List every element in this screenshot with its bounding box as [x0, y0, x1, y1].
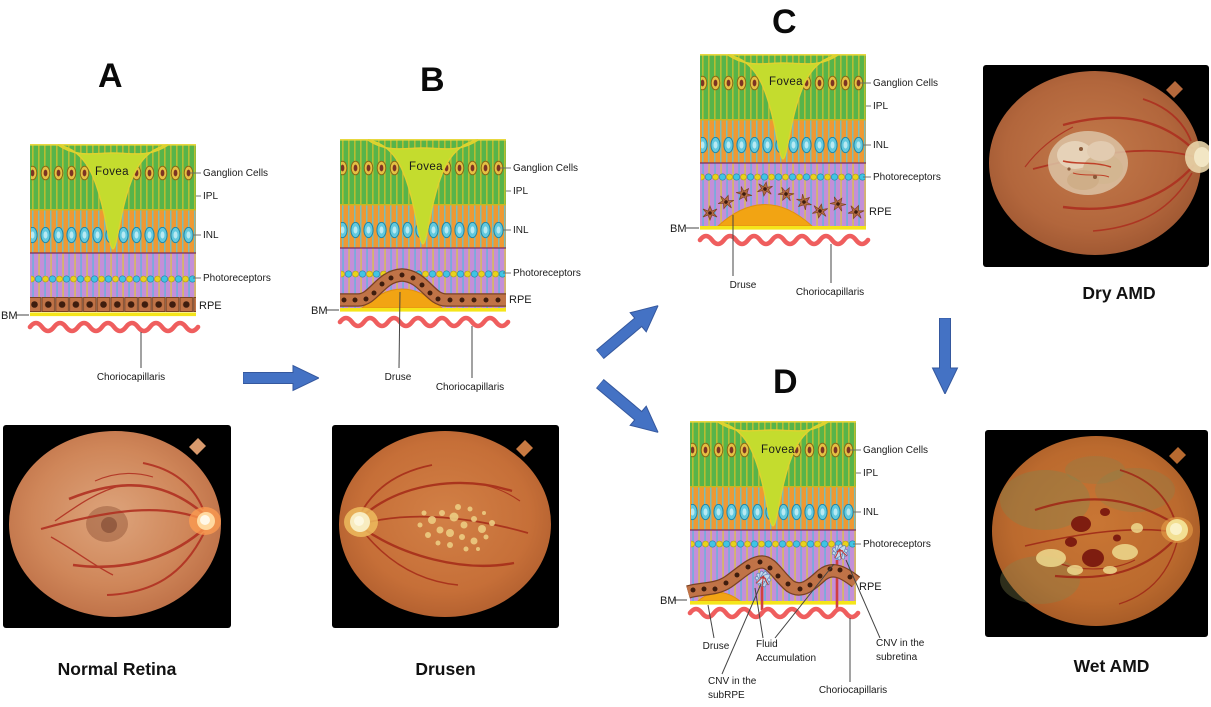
arrow-b-to-d: [591, 373, 667, 443]
label-bm: BM: [660, 595, 677, 607]
label-rpe: RPE: [859, 581, 882, 593]
choriocapillaris-vessel: [687, 606, 861, 620]
retinal-degeneration-patches: [1000, 456, 1175, 604]
exudates: [1036, 523, 1143, 575]
panel-a-letter: A: [98, 57, 123, 95]
choriocapillaris-vessel: [27, 320, 201, 334]
label-rpe: RPE: [199, 300, 222, 312]
druse-deposit: [716, 204, 814, 227]
label-fovea: Fovea: [769, 76, 803, 88]
label-cnv-subretina-2: subretina: [876, 652, 918, 663]
label-choriocapillaris: Choriocapillaris: [819, 685, 887, 696]
bruchs-membrane: [700, 226, 866, 230]
retina-diagram-d: Fovea Ganglion Cells IPL INL Photorecept…: [660, 420, 931, 701]
label-bm: BM: [1, 310, 18, 322]
inner-retina-layers: [689, 420, 857, 531]
label-ipl: IPL: [873, 101, 888, 112]
inner-retina-layers: [29, 143, 197, 254]
fundus-photo-wet-amd: [985, 430, 1208, 637]
optic-disc: [189, 507, 221, 535]
rpe-layer: [30, 297, 196, 312]
label-bm: BM: [311, 305, 328, 317]
photo-notch: [1166, 81, 1183, 98]
fundus-photo-drusen: [332, 425, 559, 628]
label-fovea: Fovea: [761, 444, 795, 456]
panel-c-letter: C: [772, 3, 797, 41]
label-choriocapillaris: Choriocapillaris: [796, 287, 864, 298]
retina-diagram-b: Fovea Ganglion Cells IPL INL Photorecept…: [311, 138, 581, 393]
label-inl: INL: [203, 230, 219, 241]
photo-notch: [189, 438, 206, 455]
choriocapillaris-vessel: [697, 233, 871, 247]
label-bm: BM: [670, 223, 687, 235]
optic-disc: [1185, 141, 1209, 173]
retinal-vessels: [1024, 98, 1196, 232]
label-fovea: Fovea: [95, 166, 129, 178]
label-druse: Druse: [703, 641, 730, 652]
rpe-layer-wavy: [686, 555, 861, 599]
retinal-vessels: [361, 464, 529, 586]
label-inl: INL: [873, 140, 889, 151]
retina-diagram-c: Fovea Ganglion Cells IPL INL Photorecept…: [670, 53, 941, 298]
label-fluid-accumulation-2: Accumulation: [756, 653, 816, 664]
label-ganglion-cells: Ganglion Cells: [513, 163, 578, 174]
label-photoreceptors: Photoreceptors: [863, 539, 931, 550]
label-choriocapillaris: Choriocapillaris: [436, 382, 504, 393]
bruchs-membrane: [30, 312, 196, 317]
retinal-vessels: [40, 462, 207, 596]
caption-normal-retina: Normal Retina: [57, 659, 177, 679]
label-druse: Druse: [385, 372, 412, 383]
panel-b-letter: B: [420, 61, 445, 99]
arrow-dry-to-wet: [932, 318, 958, 394]
choriocapillaris-vessel: [337, 315, 511, 329]
photoreceptor-layer: [30, 252, 196, 297]
label-inl: INL: [513, 225, 529, 236]
label-fluid-accumulation: Fluid: [756, 639, 778, 650]
label-rpe: RPE: [869, 206, 892, 218]
label-cnv-subretina: CNV in the: [876, 638, 925, 649]
label-photoreceptors: Photoreceptors: [203, 273, 271, 284]
label-cnv-subrpe-2: subRPE: [708, 690, 745, 701]
label-photoreceptors: Photoreceptors: [873, 172, 941, 183]
arrow-a-to-b: [243, 365, 319, 391]
inner-retina-layers: [699, 53, 867, 164]
bruchs-membrane: [690, 601, 856, 605]
photo-notch: [516, 440, 533, 457]
label-cnv-subrpe: CNV in the: [708, 676, 757, 687]
label-ipl: IPL: [203, 191, 218, 202]
label-ipl: IPL: [863, 468, 878, 479]
photo-notch: [1169, 447, 1186, 464]
caption-wet-amd: Wet AMD: [1073, 656, 1150, 676]
retina-diagram-a: Fovea Ganglion Cells IPL INL Photorecept…: [1, 143, 271, 383]
fundus-photo-dry-amd: [983, 65, 1209, 267]
caption-dry-amd: Dry AMD: [1082, 283, 1156, 303]
label-ganglion-cells: Ganglion Cells: [203, 168, 268, 179]
optic-disc: [1161, 517, 1193, 543]
drusen-spots: [417, 504, 495, 552]
label-fovea: Fovea: [409, 161, 443, 173]
inner-retina-layers: [339, 138, 507, 249]
label-ganglion-cells: Ganglion Cells: [873, 78, 938, 89]
fundus-photo-normal: [3, 425, 231, 628]
label-photoreceptors: Photoreceptors: [513, 268, 581, 279]
label-druse: Druse: [730, 280, 757, 291]
optic-disc: [344, 507, 378, 537]
label-inl: INL: [863, 507, 879, 518]
caption-drusen: Drusen: [415, 659, 476, 679]
label-ipl: IPL: [513, 186, 528, 197]
bruchs-membrane: [340, 308, 506, 312]
panel-d-letter: D: [773, 363, 798, 401]
rpe-layer: [340, 268, 506, 307]
label-choriocapillaris: Choriocapillaris: [97, 372, 165, 383]
retinal-vessels: [1024, 469, 1178, 605]
hemorrhages: [1065, 508, 1121, 567]
label-rpe: RPE: [509, 294, 532, 306]
geographic-atrophy-patch: [1048, 131, 1128, 195]
label-ganglion-cells: Ganglion Cells: [863, 445, 928, 456]
